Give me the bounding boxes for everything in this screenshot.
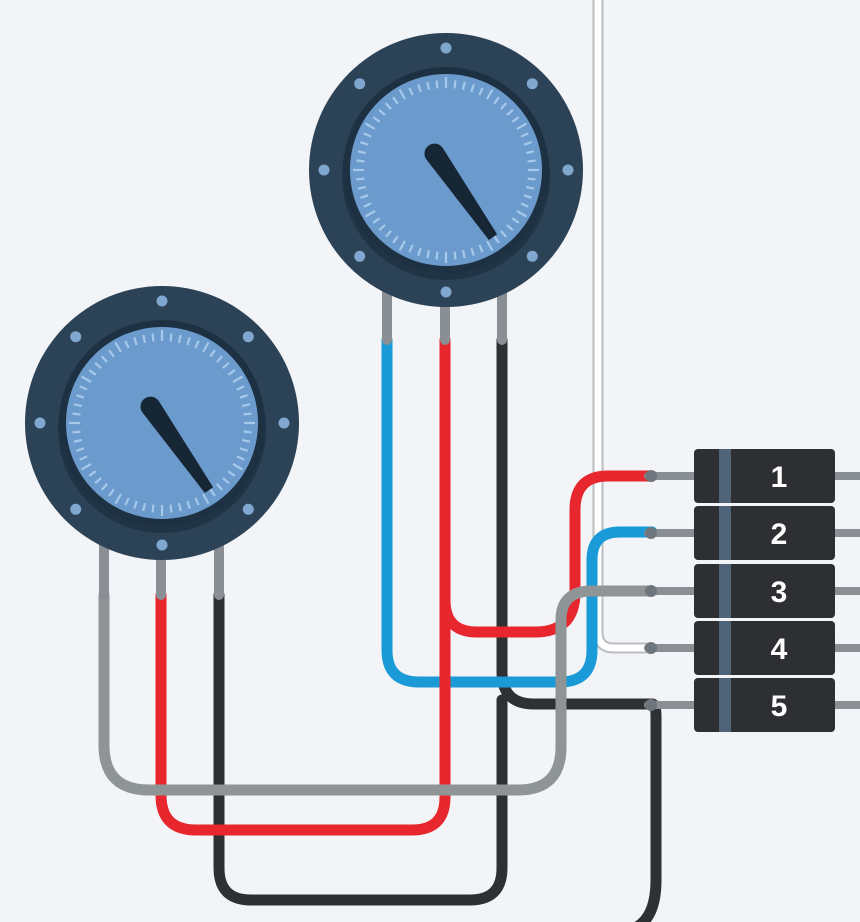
wires [98, 0, 662, 922]
knob-pointer[interactable] [140, 396, 214, 493]
connector-pin-label: 5 [771, 690, 788, 723]
wire-black-right[interactable] [496, 334, 658, 710]
dial-ticks [353, 77, 539, 263]
connector-pin-label: 4 [771, 633, 788, 666]
potentiometer-right[interactable] [309, 33, 583, 307]
connector-block: 1 2 3 4 5 [644, 449, 860, 732]
connector-pin-3[interactable]: 3 [644, 564, 860, 618]
wire-black-out[interactable] [630, 698, 662, 922]
wire-gray[interactable] [98, 585, 658, 796]
connector-pin-4[interactable]: 4 [644, 621, 860, 675]
connector-pin-2[interactable]: 2 [644, 506, 860, 560]
connector-pin-label: 3 [771, 576, 788, 609]
connector-pin-5[interactable]: 5 [644, 678, 860, 732]
connector-pin-label: 1 [771, 461, 788, 494]
potentiometer-left[interactable] [25, 286, 299, 560]
wire-white[interactable] [592, 0, 658, 654]
connector-pin-1[interactable]: 1 [644, 449, 860, 503]
wire-black-left[interactable] [213, 589, 508, 906]
connector-pin-label: 2 [771, 518, 788, 551]
wire-blue[interactable] [381, 334, 658, 688]
wire-red-left[interactable] [155, 589, 451, 836]
knob-pointer[interactable] [424, 143, 498, 240]
dial-ticks [69, 330, 255, 516]
